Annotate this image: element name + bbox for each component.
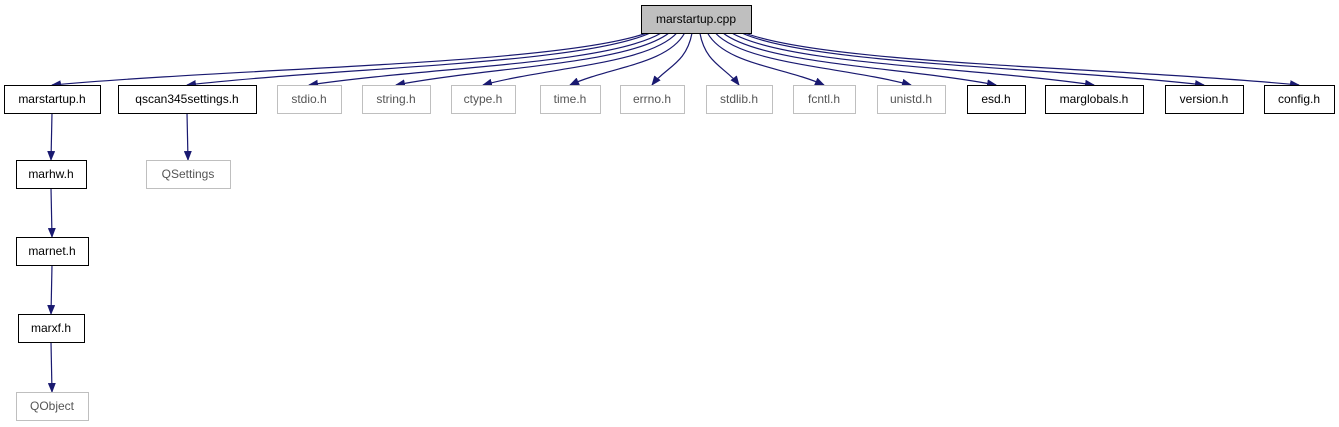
node-label-stdlib-h: stdlib.h <box>720 92 758 106</box>
node-marstartup-cpp[interactable]: marstartup.cpp <box>641 5 752 34</box>
edge-marstartup-cpp-to-config-h <box>744 32 1300 89</box>
node-label-qsettings: QSettings <box>162 167 215 181</box>
node-version-h[interactable]: version.h <box>1165 85 1244 114</box>
node-marstartup-h[interactable]: marstartup.h <box>4 85 101 114</box>
node-label-marxf-h: marxf.h <box>31 321 71 335</box>
node-box-qobject <box>16 392 89 421</box>
edge-marstartup-cpp-to-fcntl-h <box>706 32 825 86</box>
node-box-marglobals-h <box>1045 85 1144 114</box>
edge-marstartup-cpp-to-qscan345settings-h <box>186 32 651 88</box>
node-label-config-h: config.h <box>1278 92 1320 106</box>
edge-marstartup-cpp-to-esd-h <box>722 32 997 88</box>
node-label-ctype-h: ctype.h <box>464 92 503 106</box>
node-label-string-h: string.h <box>376 92 415 106</box>
edge-marstartup-cpp-to-marglobals-h <box>731 32 1095 88</box>
node-errno-h[interactable]: errno.h <box>620 85 685 114</box>
node-box-stdio-h <box>277 85 342 114</box>
node-qobject[interactable]: QObject <box>16 392 89 421</box>
node-label-qscan345settings-h: qscan345settings.h <box>135 92 238 106</box>
node-box-marxf-h <box>18 314 85 343</box>
node-box-qscan345settings-h <box>118 85 257 114</box>
node-box-marstartup-h <box>4 85 101 114</box>
node-label-marstartup-h: marstartup.h <box>18 92 85 106</box>
node-marglobals-h[interactable]: marglobals.h <box>1045 85 1144 114</box>
node-label-stdio-h: stdio.h <box>291 92 326 106</box>
node-label-marnet-h: marnet.h <box>28 244 75 258</box>
edge-marstartup-cpp-to-stdio-h <box>308 32 662 88</box>
node-marnet-h[interactable]: marnet.h <box>16 237 89 266</box>
edge-marstartup-cpp-to-marstartup-h <box>51 32 648 89</box>
node-qsettings[interactable]: QSettings <box>146 160 231 189</box>
node-box-marstartup-cpp <box>641 5 752 34</box>
node-marhw-h[interactable]: marhw.h <box>16 160 87 189</box>
edge-marstartup-h-to-marhw-h <box>47 112 56 161</box>
node-esd-h[interactable]: esd.h <box>967 85 1026 114</box>
node-label-marglobals-h: marglobals.h <box>1060 92 1129 106</box>
node-box-esd-h <box>967 85 1026 114</box>
node-box-version-h <box>1165 85 1244 114</box>
node-box-string-h <box>362 85 431 114</box>
node-qscan345settings-h[interactable]: qscan345settings.h <box>118 85 257 114</box>
edge-marxf-h-to-qobject <box>47 341 56 393</box>
node-stdlib-h[interactable]: stdlib.h <box>706 85 773 114</box>
edge-marstartup-cpp-to-version-h <box>741 32 1205 88</box>
edge-marhw-h-to-marnet-h <box>47 187 56 238</box>
edge-marnet-h-to-marxf-h <box>47 264 56 315</box>
node-box-stdlib-h <box>706 85 773 114</box>
node-box-fcntl-h <box>793 85 856 114</box>
edge-marstartup-cpp-to-time-h <box>569 32 686 86</box>
nodes-layer: marstartup.cpp marstartup.h qscan345settin… <box>4 5 1335 421</box>
edge-marstartup-cpp-to-string-h <box>395 32 670 88</box>
node-box-ctype-h <box>451 85 516 114</box>
node-label-marhw-h: marhw.h <box>28 167 73 181</box>
edges-layer <box>47 32 1300 393</box>
node-unistd-h[interactable]: unistd.h <box>877 85 946 114</box>
node-ctype-h[interactable]: ctype.h <box>451 85 516 114</box>
node-box-marnet-h <box>16 237 89 266</box>
node-stdio-h[interactable]: stdio.h <box>277 85 342 114</box>
node-label-unistd-h: unistd.h <box>890 92 932 106</box>
node-box-marhw-h <box>16 160 87 189</box>
node-label-time-h: time.h <box>554 92 587 106</box>
node-label-fcntl-h: fcntl.h <box>808 92 840 106</box>
node-label-qobject: QObject <box>30 399 75 413</box>
node-box-config-h <box>1264 85 1335 114</box>
edge-marstartup-cpp-to-stdlib-h <box>699 32 740 86</box>
node-config-h[interactable]: config.h <box>1264 85 1335 114</box>
node-box-unistd-h <box>877 85 946 114</box>
edge-marstartup-cpp-to-unistd-h <box>714 32 912 87</box>
node-label-esd-h: esd.h <box>981 92 1010 106</box>
node-label-version-h: version.h <box>1180 92 1229 106</box>
node-fcntl-h[interactable]: fcntl.h <box>793 85 856 114</box>
edge-marstartup-cpp-to-errno-h <box>651 32 693 86</box>
node-box-time-h <box>540 85 601 114</box>
node-label-marstartup-cpp: marstartup.cpp <box>656 12 736 26</box>
node-marxf-h[interactable]: marxf.h <box>18 314 85 343</box>
node-box-errno-h <box>620 85 685 114</box>
node-string-h[interactable]: string.h <box>362 85 431 114</box>
node-time-h[interactable]: time.h <box>540 85 601 114</box>
edge-qscan345settings-h-to-qsettings <box>183 112 192 161</box>
node-box-qsettings <box>146 160 231 189</box>
edge-marstartup-cpp-to-ctype-h <box>482 32 678 87</box>
node-label-errno-h: errno.h <box>633 92 671 106</box>
